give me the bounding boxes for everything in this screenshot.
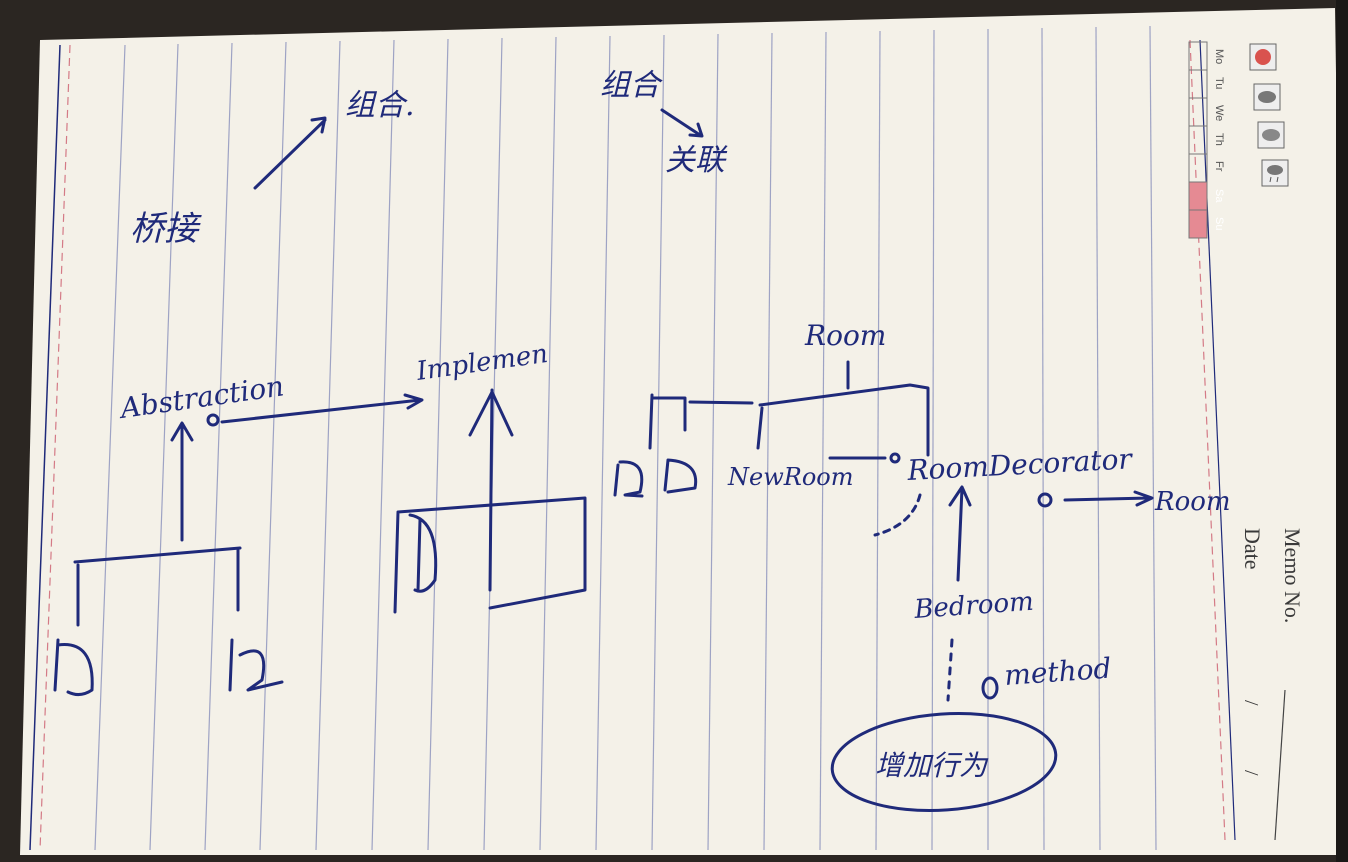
abstraction-drops xyxy=(76,548,240,627)
note-new-room: NewRoom xyxy=(727,463,853,491)
arrow-bridge-to-composition xyxy=(253,116,327,190)
weekday-strip xyxy=(1188,41,1208,239)
weekday-tu: Tu xyxy=(1213,77,1225,89)
memo-label: Memo No. xyxy=(1280,528,1305,623)
sun-icon xyxy=(1249,43,1277,71)
paper-sheet xyxy=(20,0,1348,862)
weekday-sa: Sa xyxy=(1213,189,1225,203)
method-circle xyxy=(981,676,999,700)
arrow-decorator-to-room xyxy=(1063,490,1154,507)
date-slash-2: / xyxy=(1240,770,1262,776)
decorator-room-circle xyxy=(1037,492,1053,508)
note-association: 关联 xyxy=(665,143,728,178)
memo-underline xyxy=(1274,689,1286,841)
date-slash-1: / xyxy=(1240,700,1262,706)
header-labels: Memo No. Date / / xyxy=(1240,528,1305,841)
ruled-lines xyxy=(94,25,1157,851)
weekday-su: Su xyxy=(1213,217,1225,230)
implementor-box xyxy=(393,496,587,614)
cloudy-icon xyxy=(1253,83,1281,111)
decorator-aggregation-circle xyxy=(889,452,901,464)
inherit-arrow-bedroom xyxy=(948,485,972,582)
note-composition-left: 组合. xyxy=(345,88,415,123)
aggregation-circle xyxy=(206,413,220,427)
abstraction-subclass-left xyxy=(53,638,94,697)
bedroom-dashed-link xyxy=(946,638,954,702)
abstraction-hbar xyxy=(73,546,242,564)
note-room: Room xyxy=(804,319,886,352)
weather-icons xyxy=(1249,43,1289,187)
weekday-fr: Fr xyxy=(1213,161,1225,172)
room-to-newroom xyxy=(756,406,764,450)
decorator-dashed-link xyxy=(873,493,922,537)
implementor-subclass xyxy=(408,513,438,593)
weekday-labels: Mo Tu We Th Fr Sa Su xyxy=(1213,49,1225,230)
inherit-arrow-abstraction xyxy=(170,421,194,542)
weekday-mo: Mo xyxy=(1213,49,1225,64)
handwritten-text: 桥接 组合. 组合 关联 Abstraction Implemen Room N… xyxy=(115,68,1230,782)
room-left-branch xyxy=(648,393,754,450)
room-hbar xyxy=(758,383,930,457)
abstraction-subclass-right xyxy=(228,638,284,692)
date-label: Date xyxy=(1240,528,1265,570)
arrow-abstraction-to-implementor xyxy=(220,393,424,424)
right-margin xyxy=(1189,39,1236,841)
arrow-composition-to-association xyxy=(660,108,704,138)
weekday-we: We xyxy=(1213,105,1225,121)
cloud-icon xyxy=(1257,121,1285,149)
left-margin xyxy=(29,44,71,851)
note-room-ref: Room xyxy=(1154,487,1231,517)
weekday-th: Th xyxy=(1213,133,1225,146)
circled-note-oval xyxy=(830,711,1058,813)
inherit-arrow-implementor xyxy=(468,388,514,592)
note-method: method xyxy=(1003,652,1112,692)
note-bridge: 桥接 xyxy=(130,209,202,249)
diagram-strokes xyxy=(53,108,1154,813)
note-composition-right: 组合 xyxy=(600,68,663,103)
rain-icon xyxy=(1261,159,1289,187)
room-subclass-b xyxy=(663,458,698,494)
room-subclass-a xyxy=(613,460,644,498)
note-add-behavior: 增加行为 xyxy=(875,749,989,782)
